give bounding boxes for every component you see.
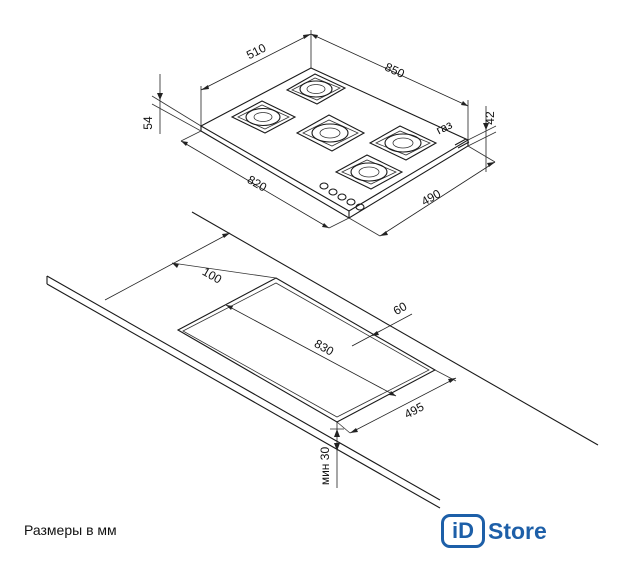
burner — [285, 73, 347, 105]
dim-label-60: 60 — [391, 299, 410, 318]
logo-word: Store — [488, 517, 547, 544]
burner — [230, 100, 297, 134]
dim-60 — [351, 313, 413, 347]
dim-54 — [151, 74, 202, 134]
dim-min30 — [330, 422, 344, 488]
idstore-logo: iD Store — [441, 514, 547, 548]
gas-label: газ — [434, 117, 455, 137]
dim-100 — [104, 232, 277, 301]
dim-42 — [467, 106, 497, 172]
dim-label-min30: мин 30 — [318, 447, 332, 486]
cutout — [176, 277, 437, 423]
dim-label-850: 850 — [383, 60, 407, 81]
dim-850 — [310, 33, 469, 140]
dim-495 — [336, 369, 457, 434]
dim-830 — [225, 304, 397, 397]
burner — [334, 154, 404, 190]
logo-mark-text: iD — [452, 518, 474, 543]
dim-label-820: 820 — [245, 172, 270, 194]
dim-label-510: 510 — [244, 41, 268, 63]
dim-label-54: 54 — [141, 116, 155, 130]
dim-label-495: 495 — [402, 399, 427, 421]
units-caption: Размеры в мм — [24, 522, 117, 538]
dim-label-42: 42 — [483, 111, 497, 125]
dim-820 — [180, 130, 350, 229]
dim-label-490: 490 — [419, 186, 444, 208]
burner — [368, 125, 438, 161]
countertop — [46, 211, 599, 509]
gas-connection — [454, 138, 470, 149]
dim-510 — [200, 30, 312, 126]
logo-mark: iD — [441, 514, 485, 548]
dim-label-830: 830 — [312, 336, 337, 358]
dim-490 — [348, 145, 496, 237]
burner — [295, 114, 366, 152]
control-knobs — [319, 182, 365, 211]
